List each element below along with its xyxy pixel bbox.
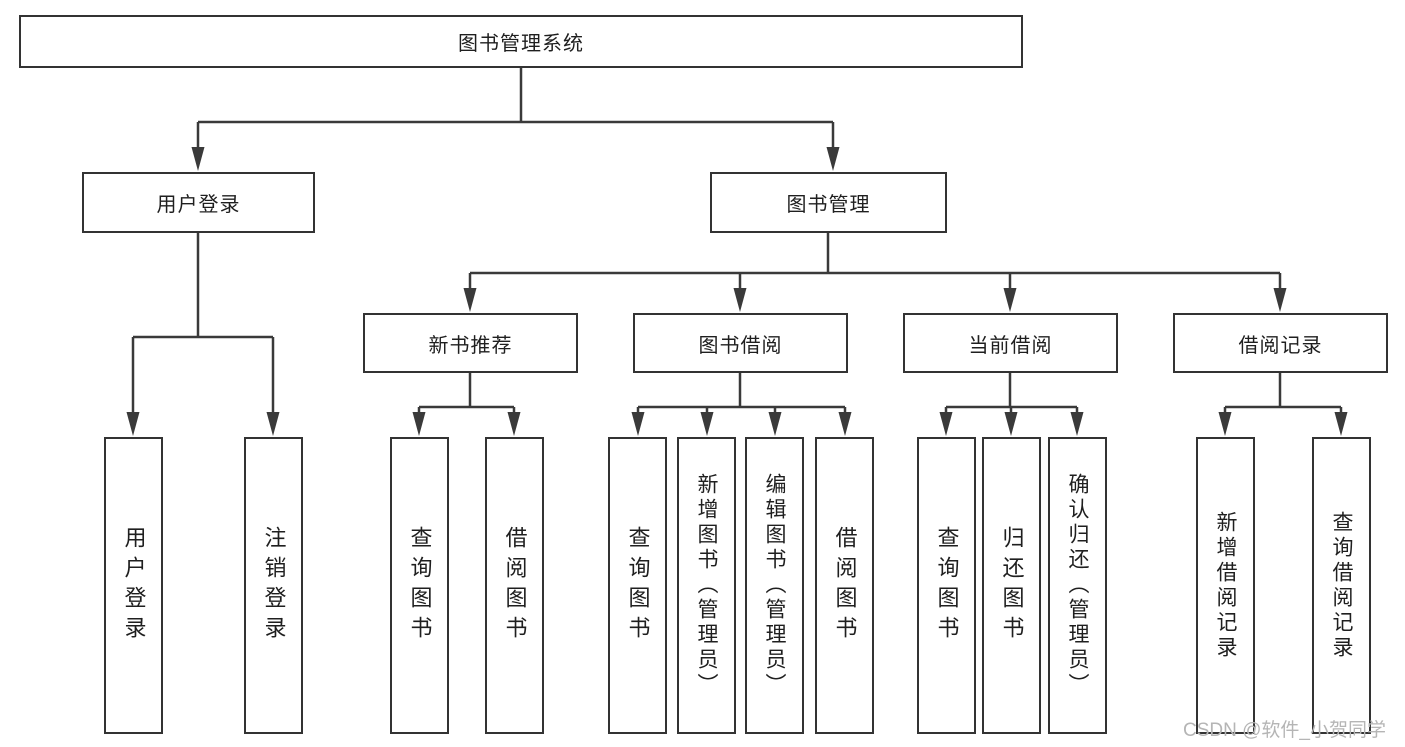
arrow-icon (412, 412, 426, 436)
connector-records-to-leaves (1223, 373, 1343, 416)
leaf-label: 新增图书（管理员） (695, 473, 718, 698)
arrow-icon (507, 412, 521, 436)
arrow-icon (266, 412, 280, 436)
leaf-add-borrow-record: 新增借阅记录 (1196, 437, 1255, 734)
leaf-return-books: 归还图书 (982, 437, 1041, 734)
leaf-label: 用户登录 (121, 525, 147, 646)
leaf-add-books-admin: 新增图书（管理员） (677, 437, 736, 734)
leaf-label: 查询图书 (625, 525, 651, 646)
arrow-icon (826, 147, 840, 171)
leaf-label: 归还图书 (999, 525, 1025, 646)
leaf-label: 新增借阅记录 (1214, 510, 1237, 661)
leaf-query-books: 查询图书 (608, 437, 667, 734)
connector-newbooks-to-leaves (417, 373, 516, 416)
leaf-query-books: 查询图书 (917, 437, 976, 734)
arrow-icon (631, 412, 645, 436)
leaf-query-borrow-record: 查询借阅记录 (1312, 437, 1371, 734)
node-borrow-records: 借阅记录 (1173, 313, 1388, 373)
leaf-edit-books-admin: 编辑图书（管理员） (745, 437, 804, 734)
connector-mgmt-to-groups (468, 233, 1282, 291)
arrow-icon (1273, 288, 1287, 312)
node-current-borrow: 当前借阅 (903, 313, 1118, 373)
leaf-label: 查询图书 (407, 525, 433, 646)
node-book-borrow: 图书借阅 (633, 313, 848, 373)
leaf-label: 注销登录 (261, 525, 287, 646)
arrow-icon (768, 412, 782, 436)
arrow-icon (733, 288, 747, 312)
leaf-label: 查询图书 (934, 525, 960, 646)
arrow-icon (463, 288, 477, 312)
connector-current-to-leaves (944, 373, 1079, 416)
arrow-icon (1070, 412, 1084, 436)
arrow-icon (1003, 288, 1017, 312)
node-new-book-recommend: 新书推荐 (363, 313, 578, 373)
leaf-borrow-books: 借阅图书 (485, 437, 544, 734)
node-label: 当前借阅 (968, 334, 1053, 357)
leaf-user-login: 用户登录 (104, 437, 163, 734)
connector-root-to-branches (196, 68, 835, 150)
csdn-watermark: CSDN @软件_小贺同学 (1183, 720, 1386, 741)
leaf-label: 借阅图书 (832, 525, 858, 646)
leaf-borrow-books: 借阅图书 (815, 437, 874, 734)
arrow-icon (126, 412, 140, 436)
arrow-icon (1334, 412, 1348, 436)
node-book-management-branch: 图书管理 (710, 172, 947, 233)
node-label: 图书借阅 (698, 334, 783, 357)
connector-login-to-leaves (131, 233, 275, 414)
node-root: 图书管理系统 (19, 15, 1023, 68)
leaf-confirm-return-admin: 确认归还（管理员） (1048, 437, 1107, 734)
arrow-icon (1218, 412, 1232, 436)
node-user-login-branch: 用户登录 (82, 172, 315, 233)
leaf-label: 借阅图书 (502, 525, 528, 646)
leaf-label: 编辑图书（管理员） (763, 473, 786, 698)
leaf-query-books: 查询图书 (390, 437, 449, 734)
arrow-icon (939, 412, 953, 436)
node-root-label: 图书管理系统 (458, 33, 584, 55)
node-label: 借阅记录 (1238, 334, 1323, 357)
leaf-label: 查询借阅记录 (1330, 510, 1353, 661)
leaf-logout: 注销登录 (244, 437, 303, 734)
arrow-icon (191, 147, 205, 171)
leaf-label: 确认归还（管理员） (1066, 473, 1089, 698)
connector-borrow-to-leaves (636, 373, 847, 416)
arrow-icon (838, 412, 852, 436)
node-label: 用户登录 (156, 194, 241, 216)
arrowheads (126, 147, 1348, 436)
arrow-icon (700, 412, 714, 436)
arrow-icon (1004, 412, 1018, 436)
node-label: 新书推荐 (428, 334, 513, 357)
node-label: 图书管理 (786, 194, 871, 216)
